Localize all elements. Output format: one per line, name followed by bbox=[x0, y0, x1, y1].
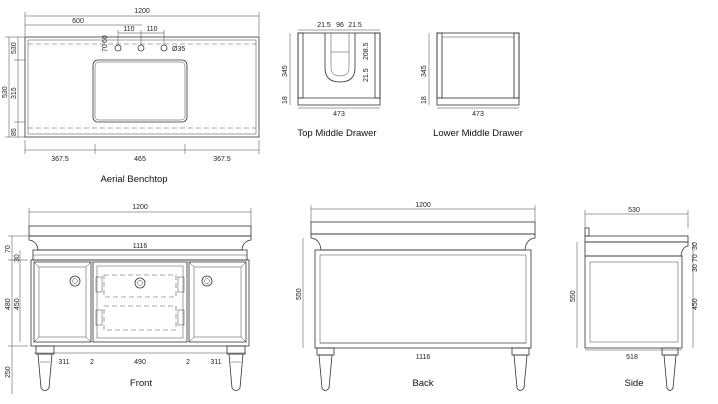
caption-aerial: Aerial Benchtop bbox=[100, 174, 167, 185]
back-view: 1200 550 1116 Back bbox=[296, 202, 536, 391]
dim-td-inner-gap: 21.5 bbox=[363, 68, 370, 82]
drawer-knob-middle bbox=[134, 277, 146, 289]
dim-back-width: 1200 bbox=[415, 202, 431, 209]
door-knob-right bbox=[201, 275, 213, 287]
dim-aerial-half: 600 bbox=[72, 18, 84, 25]
dim-tap-b: 110 bbox=[146, 26, 157, 33]
dim-seg-left: 367.5 bbox=[51, 156, 69, 163]
dim-front-top-h: 70 bbox=[5, 245, 12, 253]
tap-hole-left bbox=[114, 44, 122, 52]
dim-front-width: 1200 bbox=[132, 204, 148, 211]
dim-aerial-depth-c: 315 bbox=[11, 87, 18, 99]
dim-seg-mid: 465 bbox=[134, 156, 146, 163]
caption-lower-drawer: Lower Middle Drawer bbox=[433, 128, 523, 139]
dim-back-inner: 1116 bbox=[416, 354, 431, 361]
dim-aerial-depth-a: 530 bbox=[11, 42, 18, 54]
dim-td-w2: 96 bbox=[336, 22, 344, 29]
dim-td-width: 473 bbox=[333, 111, 345, 118]
dim-back-height: 550 bbox=[296, 288, 303, 300]
dim-aerial-depth-d: 85 bbox=[11, 128, 18, 136]
dim-aerial-width: 1200 bbox=[134, 8, 150, 15]
dim-front-inner: 1116 bbox=[133, 243, 148, 250]
dim-td-w1: 21.5 bbox=[317, 22, 331, 29]
dim-front-mid: 490 bbox=[134, 359, 146, 366]
lower-middle-drawer-view: 345 18 473 Lower Middle Drawer bbox=[421, 32, 523, 139]
dim-front-door-h: 450 bbox=[14, 298, 21, 310]
dim-front-leg-h: 250 bbox=[5, 366, 12, 378]
tap-hole-right bbox=[160, 44, 168, 52]
dim-tap-a: 110 bbox=[123, 26, 134, 33]
dim-side-panel: 450 bbox=[692, 298, 699, 310]
door-knob-left bbox=[69, 275, 81, 287]
dim-aerial-depth-total: 530 bbox=[2, 86, 9, 98]
dim-ld-width: 473 bbox=[472, 111, 484, 118]
dim-side-r2: 70 bbox=[692, 254, 699, 262]
front-view: 1200 1116 bbox=[5, 204, 252, 394]
caption-front: Front bbox=[130, 378, 153, 389]
dim-front-body-h: 480 bbox=[5, 298, 12, 310]
dim-tap-off-a: 70 bbox=[102, 44, 109, 52]
dim-side-inner: 518 bbox=[626, 354, 638, 361]
dim-side-height: 550 bbox=[570, 290, 577, 302]
dim-side-depth: 530 bbox=[628, 207, 640, 214]
dim-side-r3: 30 bbox=[692, 264, 699, 272]
dim-seg-right: 367.5 bbox=[213, 156, 231, 163]
dim-front-gap-r: 2 bbox=[186, 359, 190, 366]
top-middle-drawer-view: 21.5 96 21.5 208.5 21.5 345 18 473 Top M… bbox=[282, 22, 381, 139]
tap-hole-middle bbox=[137, 44, 145, 52]
dim-tap-off-b: 60 bbox=[102, 35, 109, 43]
dim-td-inner-h: 208.5 bbox=[363, 42, 370, 60]
dim-td-base: 18 bbox=[282, 96, 289, 104]
caption-back: Back bbox=[412, 378, 433, 389]
caption-side: Side bbox=[624, 378, 643, 389]
side-view: 530 550 30 70 30 450 518 Side bbox=[570, 207, 699, 391]
dim-ld-height: 345 bbox=[421, 65, 428, 77]
dim-front-door-r: 311 bbox=[210, 359, 221, 366]
dim-front-gap-l: 2 bbox=[90, 359, 94, 366]
caption-top-drawer: Top Middle Drawer bbox=[297, 128, 376, 139]
dim-side-r1: 30 bbox=[692, 242, 699, 250]
dim-td-w3: 21.5 bbox=[348, 22, 362, 29]
dim-ld-base: 18 bbox=[421, 96, 428, 104]
dim-front-rail: 30 bbox=[14, 254, 21, 262]
aerial-benchtop-view: 1200 600 110 110 Ø35 70 60 530 bbox=[2, 8, 260, 185]
dim-td-height: 345 bbox=[282, 65, 289, 77]
dim-tap-dia: Ø35 bbox=[172, 46, 185, 53]
dim-front-door-l: 311 bbox=[58, 359, 69, 366]
